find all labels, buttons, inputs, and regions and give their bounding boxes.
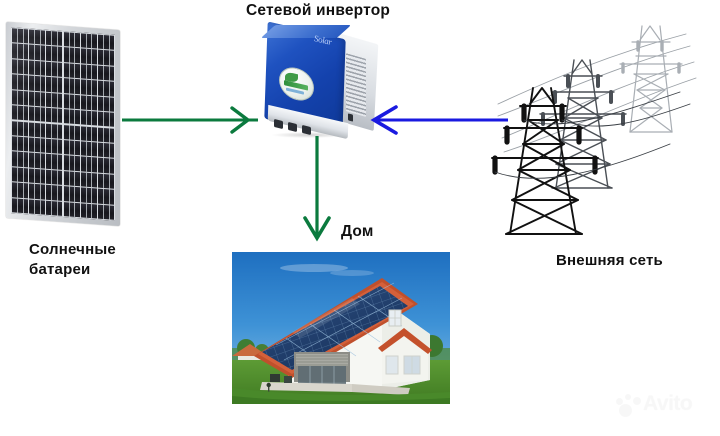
solar-cell [63,47,80,63]
solar-cell [12,120,29,137]
solar-cell [46,154,63,170]
solar-cell [80,125,97,142]
solar-cell [29,183,46,200]
solar-cell [63,155,80,171]
solar-cell [12,74,29,91]
avito-logo-dot-2 [625,394,631,400]
solar-cell [12,182,29,198]
solar-cell [97,80,114,97]
solar-cell [80,172,97,188]
solar-cell [80,79,97,96]
solar-panel-label: Солнечные батареи [29,241,116,279]
solar-cell [29,75,46,92]
solar-cell [97,204,114,220]
solar-cell [97,96,114,112]
avito-wordmark: Avito [643,392,693,415]
solar-cell [46,61,63,78]
solar-cell [80,110,97,126]
solar-cell [46,185,63,201]
solar-cell [29,122,46,138]
house-label: Дом [341,223,374,240]
grid-tie-inverter-image: Solar [260,21,382,140]
house-photo-image [232,252,450,404]
solar-cell [46,123,63,139]
solar-cell [12,151,29,168]
external-grid-label: Внешняя сеть [556,252,663,269]
solar-cell [63,62,80,79]
solar-cell [29,91,46,107]
inverter-port-1 [274,118,283,130]
solar-cell [80,33,97,49]
inverter-shadow [272,132,346,138]
solar-cell [12,136,29,152]
solar-cell [29,60,46,76]
solar-cell [63,201,80,218]
solar-cell [97,173,114,189]
solar-cell [80,187,97,204]
solar-cell [80,141,97,157]
solar-cell [12,105,29,121]
arrow-inverter-to-house [303,136,331,242]
solar-cell [29,152,46,169]
solar-cell [97,111,114,128]
solar-cell [63,109,80,125]
solar-cell [46,30,63,47]
transmission-towers-image [491,25,697,235]
solar-panel-image [6,21,120,227]
solar-cell [80,94,97,111]
solar-cell [80,202,97,219]
arrow-grid-to-inverter [370,105,508,135]
solar-cell [29,29,46,46]
solar-cell [46,107,63,124]
solar-cell [29,168,46,184]
solar-cell [12,89,29,106]
avito-logo-dot-1 [616,398,623,405]
solar-cell [80,156,97,173]
solar-cell [12,197,29,214]
solar-cell [97,65,114,81]
arrow-solar-to-inverter [122,106,258,134]
solar-cell [29,137,46,153]
inverter-port-2 [288,121,297,133]
solar-panel-cell-grid [11,27,115,221]
solar-panel-glass [11,27,115,221]
inverter-top-face [260,25,352,38]
solar-cell [97,142,114,159]
solar-cell [80,64,97,80]
inverter-title: Сетевой инвертор [246,2,391,19]
solar-cell [46,46,63,62]
solar-cell [97,34,114,51]
solar-cell [97,127,114,143]
solar-cell [12,43,29,60]
solar-cell [63,32,80,48]
solar-cell [12,28,29,44]
solar-cell [97,188,114,205]
solar-cell [63,78,80,94]
avito-logo-dot-3 [633,397,641,405]
solar-cell [97,49,114,66]
solar-cell [12,167,29,183]
solar-cell [63,170,80,187]
solar-cell [29,106,46,123]
solar-cell [29,44,46,61]
solar-cell [29,199,46,215]
avito-watermark: Avito [615,392,707,418]
solar-cell [97,157,114,174]
solar-cell [63,140,80,156]
inverter-vents [346,53,366,117]
solar-cell [80,48,97,65]
solar-cell [12,59,29,75]
solar-cell [63,93,80,110]
inverter-port-side [348,113,353,122]
solar-cell [46,169,63,186]
solar-cell [46,200,63,216]
solar-cell [63,124,80,141]
solar-cell [63,186,80,202]
avito-logo-dot-4 [619,404,632,417]
solar-cell [46,138,63,155]
solar-cell [46,92,63,108]
solar-cell [46,77,63,93]
